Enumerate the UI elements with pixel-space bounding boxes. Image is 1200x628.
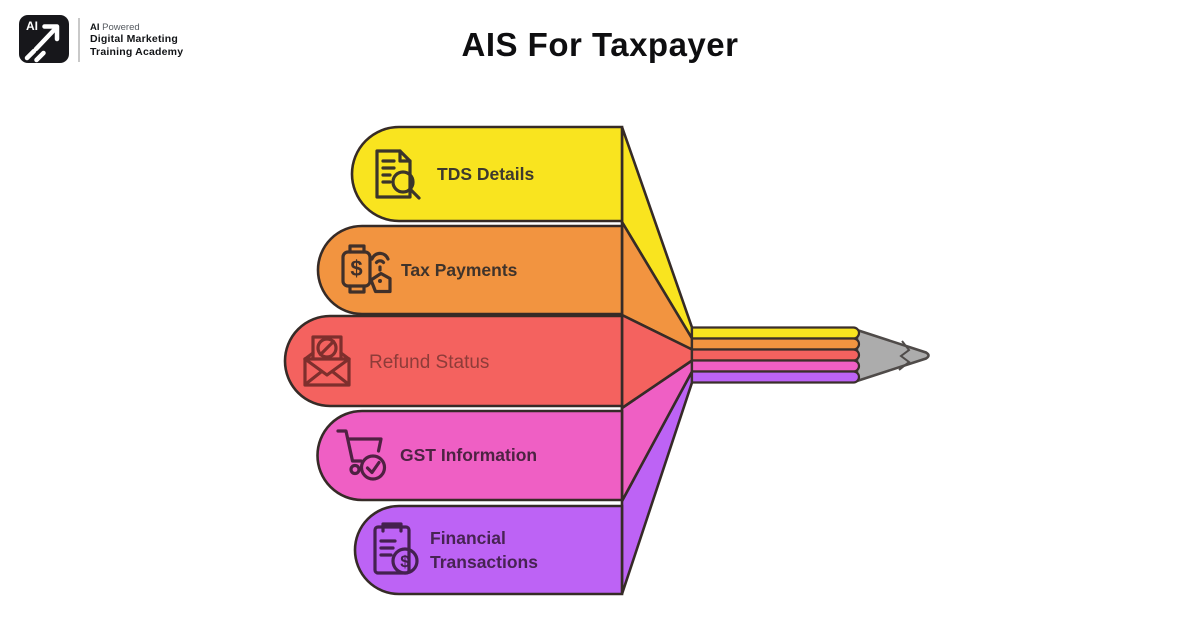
payment-contactless-icon: $ [341, 244, 392, 294]
pencil-stripe-gst [690, 359, 861, 373]
logo-name-line2: Training Academy [90, 45, 184, 58]
logo-tagline-bold: AI [90, 22, 100, 33]
cart-check-icon [336, 429, 387, 481]
clipboard-dollar-icon: $ [373, 522, 419, 575]
banner-labels: TDS Details Tax Payments Refund Status G… [369, 164, 538, 572]
banner-label-financial-line1: Financial [430, 528, 506, 548]
pencil-stripe-financial [690, 370, 861, 384]
pencil-stripe-tax [690, 337, 861, 351]
pencil-tip-crack [898, 340, 911, 371]
growth-arrow-icon [24, 24, 60, 63]
logo-badge-text: AI [26, 19, 38, 33]
pencil-tip [855, 328, 930, 383]
banner-label-refund: Refund Status [369, 352, 489, 373]
logo-divider [78, 18, 80, 62]
banner-label-financial-line2: Transactions [430, 552, 538, 572]
page-title: AIS For Taxpayer [461, 26, 739, 63]
banner-label-tax: Tax Payments [401, 260, 518, 280]
banner-pills [283, 125, 624, 596]
banner-pill-refund [283, 314, 624, 408]
pencil-stripe-tds [690, 326, 861, 340]
logo-badge: AI [19, 15, 69, 63]
banner-pill-financial [353, 504, 624, 596]
logo-tagline-rest: Powered [99, 22, 140, 33]
banner-folds [620, 126, 694, 595]
logo-text: AI Powered Digital Marketing Training Ac… [90, 22, 183, 58]
document-search-icon [375, 149, 421, 200]
mail-blocked-icon [303, 335, 351, 387]
pencil [690, 326, 930, 384]
logo-tagline: AI Powered [90, 22, 183, 33]
banner-label-tds: TDS Details [437, 164, 535, 184]
banner-pill-gst [316, 409, 624, 502]
svg-text:$: $ [400, 552, 410, 571]
logo-name-line1: Digital Marketing [90, 33, 178, 46]
svg-text:$: $ [350, 256, 362, 281]
banner-pill-tax [316, 224, 624, 316]
pencil-stripe-refund [690, 348, 861, 362]
banner-label-gst: GST Information [400, 445, 537, 465]
